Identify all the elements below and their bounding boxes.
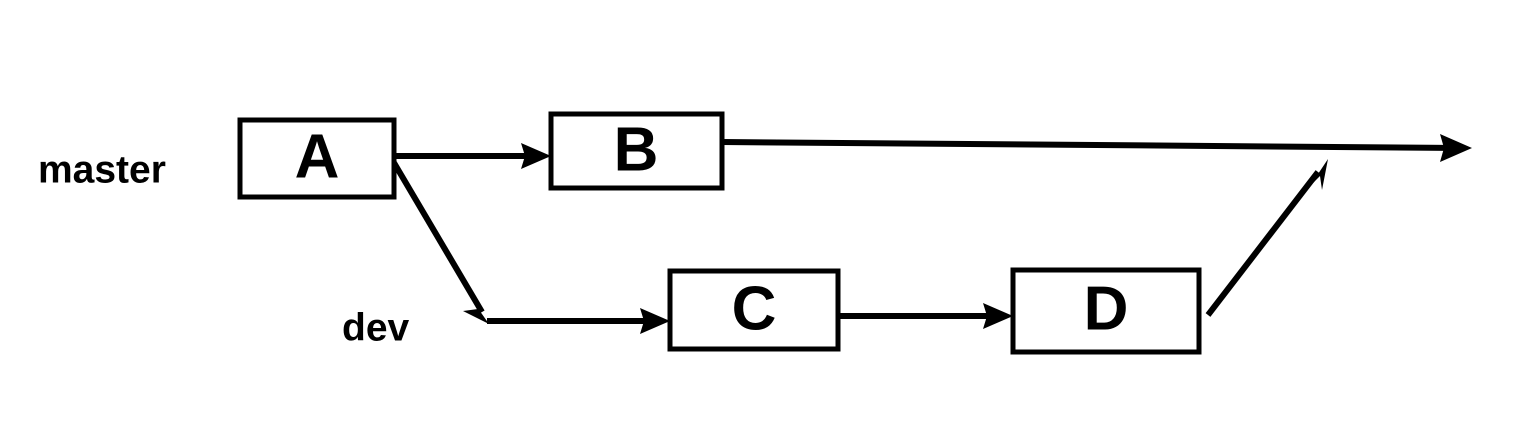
branch-label-dev: dev bbox=[342, 306, 410, 349]
commit-box-a[interactable] bbox=[237, 117, 397, 200]
arrow-head-b bbox=[521, 143, 551, 169]
edge-a-to-b bbox=[390, 143, 551, 169]
arrow-head-merge bbox=[1310, 159, 1328, 190]
commit-node-a[interactable]: A bbox=[237, 117, 397, 200]
commit-label-d: D bbox=[1084, 274, 1129, 343]
commit-node-d[interactable]: D bbox=[1010, 267, 1202, 355]
commit-box-b[interactable] bbox=[548, 111, 725, 191]
commit-node-c[interactable]: C bbox=[667, 268, 841, 352]
edge-b-to-master-tip bbox=[721, 134, 1472, 162]
commit-label-b: B bbox=[614, 115, 659, 184]
commit-node-b[interactable]: B bbox=[548, 111, 725, 191]
arrow-head-master-tip bbox=[1440, 134, 1472, 162]
arrow-head-d bbox=[983, 303, 1013, 329]
commit-box-d[interactable] bbox=[1010, 267, 1202, 355]
arrow-head-dev bbox=[463, 297, 489, 324]
edge-d-to-master-merge bbox=[1205, 159, 1328, 317]
commit-label-a: A bbox=[295, 122, 340, 191]
branch-label-master: master bbox=[38, 148, 166, 191]
edge-dev-to-c bbox=[487, 308, 670, 334]
arrow-head-c bbox=[640, 308, 670, 334]
commit-label-c: C bbox=[732, 274, 777, 343]
edge-a-to-dev bbox=[387, 154, 489, 324]
commit-box-c[interactable] bbox=[667, 268, 841, 352]
edge-c-to-d bbox=[838, 303, 1013, 329]
